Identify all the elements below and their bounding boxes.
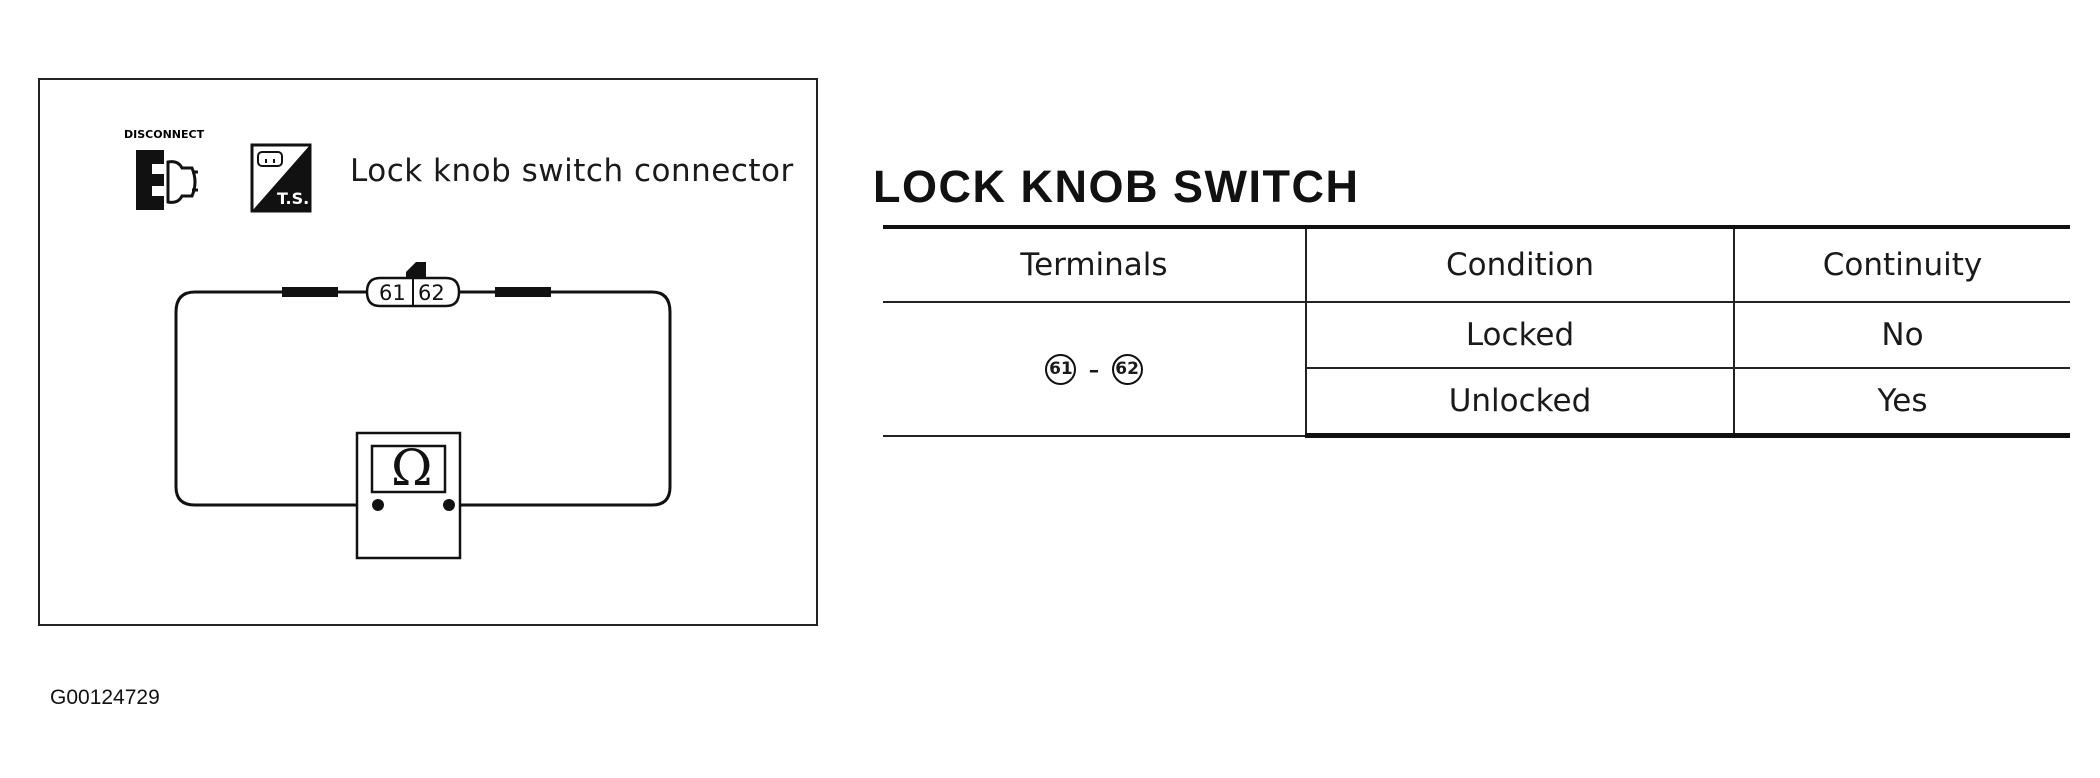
section-title: LOCK KNOB SWITCH [873, 161, 1360, 212]
wiring-diagram-panel: DISCONNECT T.S. Lock knob switch connect… [38, 78, 818, 626]
continuity-spec-table: Terminals Condition Continuity 61-62 Loc… [883, 225, 2070, 438]
continuity-test-diagram: DISCONNECT T.S. Lock knob switch connect… [124, 128, 794, 560]
disconnect-icon: DISCONNECT [124, 128, 205, 210]
test-circuit [174, 290, 672, 507]
disconnect-label: DISCONNECT [124, 128, 205, 141]
table-row: Unlocked Yes [883, 368, 2070, 438]
header-terminals: Terminals [883, 225, 1306, 303]
condition-cell: Unlocked [1305, 368, 1734, 438]
meter-probe-left [372, 499, 384, 511]
left-wire-sleeve [282, 287, 338, 297]
connector-icon: 61 62 [365, 262, 461, 308]
header-condition: Condition [1305, 225, 1734, 303]
header-continuity: Continuity [1733, 225, 2070, 303]
terminals-cell: 61-62 [883, 302, 1306, 437]
pin-62-label: 62 [418, 281, 445, 305]
table-row: 61-62 Locked No [883, 302, 2070, 437]
continuity-cell: Yes [1733, 368, 2070, 438]
right-wire-sleeve [495, 287, 551, 297]
figure-id-label: G00124729 [50, 686, 160, 709]
right-wire [456, 290, 672, 507]
table-header-row: Terminals Condition Continuity [883, 225, 2070, 303]
left-wire [174, 290, 379, 507]
meter-probe-right [443, 499, 455, 511]
ts-label: T.S. [277, 189, 309, 208]
ohm-symbol: Ω [391, 439, 432, 497]
connector-caption: Lock knob switch connector [350, 153, 794, 189]
terminal-62-badge: 62 [1111, 354, 1143, 385]
pin-61-label: 61 [379, 281, 406, 305]
continuity-cell: No [1733, 302, 2070, 369]
test-symbol-icon: T.S. [250, 143, 312, 213]
terminal-separator: - [1088, 351, 1100, 388]
terminal-61-badge: 61 [1045, 354, 1077, 385]
ohmmeter-icon: Ω [355, 431, 462, 560]
condition-cell: Locked [1305, 302, 1734, 369]
